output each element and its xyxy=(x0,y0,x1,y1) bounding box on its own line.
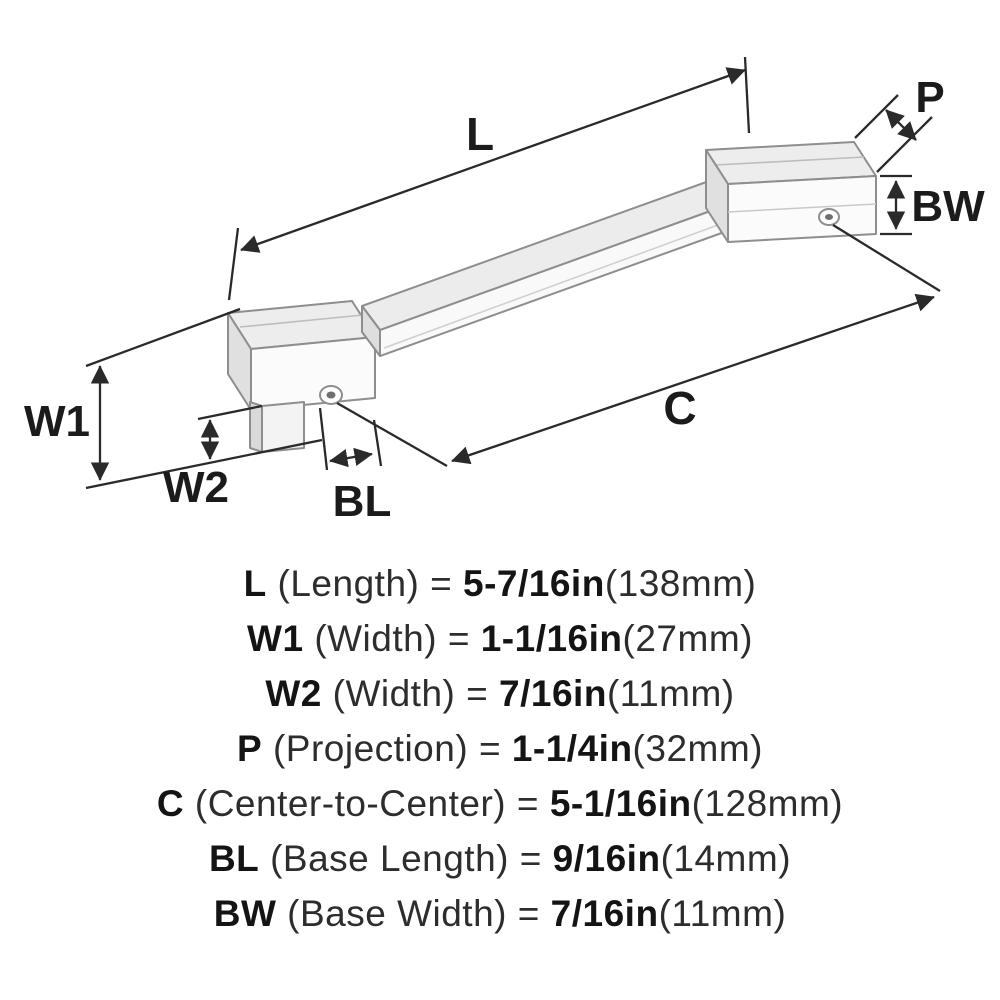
spec-equals: = xyxy=(516,783,540,824)
dim-BL-line xyxy=(329,447,373,468)
spec-row-base-width: BW (Base Width) = 7/16in(11mm) xyxy=(0,886,1000,941)
spec-key: L xyxy=(243,563,267,604)
left-foot-front-face xyxy=(261,401,305,453)
left-screw-hole-center xyxy=(326,391,336,399)
spec-equals: = xyxy=(466,673,489,714)
spec-value: 1-1/16in xyxy=(480,618,623,659)
spec-row-width1: W1 (Width) = 1-1/16in(27mm) xyxy=(0,611,1000,666)
dim-W2-label: W2 xyxy=(163,463,229,512)
dim-P-line xyxy=(885,109,917,141)
spec-value: 5-1/16in xyxy=(549,783,692,824)
bar-top-face xyxy=(361,179,731,331)
dim-C-ext-right xyxy=(832,224,941,292)
spec-desc: (Length) xyxy=(277,563,420,604)
dim-P-label: P xyxy=(915,73,944,122)
spec-row-width2: W2 (Width) = 7/16in(11mm) xyxy=(0,666,1000,721)
spec-metric: (128mm) xyxy=(691,783,844,824)
spec-metric: (27mm) xyxy=(622,618,753,659)
spec-row-length: L (Length) = 5-7/16in(138mm) xyxy=(0,556,1000,611)
spec-desc: (Width) xyxy=(314,618,438,659)
spec-row-projection: P (Projection) = 1-1/4in(32mm) xyxy=(0,721,1000,776)
spec-key: P xyxy=(237,728,263,769)
spec-equals: = xyxy=(430,563,453,604)
dim-L-ext-right xyxy=(743,56,751,134)
dim-L-line xyxy=(240,67,746,253)
dim-P-ext-front xyxy=(876,116,933,173)
spec-value: 9/16in xyxy=(552,838,661,879)
dim-BW-label: BW xyxy=(911,182,985,231)
spec-key: W2 xyxy=(265,673,322,714)
spec-value: 5-7/16in xyxy=(463,563,605,604)
right-screw-hole-center xyxy=(825,214,833,220)
dim-P-ext-back xyxy=(854,94,899,139)
spec-value: 7/16in xyxy=(499,673,607,714)
spec-key: BL xyxy=(208,838,260,879)
dim-W1-label: W1 xyxy=(24,397,90,446)
spec-desc: (Width) xyxy=(332,673,456,714)
dim-L-ext-left xyxy=(227,227,240,301)
dim-W2-ext-top xyxy=(197,404,263,421)
spec-equals: = xyxy=(447,618,470,659)
spec-desc: (Base Length) xyxy=(270,838,509,879)
spec-equals: = xyxy=(517,893,540,934)
handle-drawing xyxy=(227,141,877,453)
dim-BL-label: BL xyxy=(333,477,392,526)
spec-metric: (11mm) xyxy=(606,673,735,714)
spec-list: L (Length) = 5-7/16in(138mm) W1 (Width) … xyxy=(0,556,1000,941)
right-post-front-face xyxy=(727,175,877,243)
dim-W1-ext-bottom xyxy=(85,438,323,490)
dim-C-label: C xyxy=(663,382,696,434)
spec-metric: (138mm) xyxy=(604,563,757,604)
spec-desc: (Center-to-Center) xyxy=(194,783,507,824)
spec-value: 1-1/4in xyxy=(511,728,633,769)
dim-W1-ext-top xyxy=(85,307,241,368)
spec-row-center-to-center: C (Center-to-Center) = 5-1/16in(128mm) xyxy=(0,776,1000,831)
dimension-annotations xyxy=(85,56,941,490)
spec-metric: (11mm) xyxy=(658,893,787,934)
dim-BL-ext-left xyxy=(318,407,329,471)
left-post-front-face xyxy=(250,336,376,411)
spec-key: BW xyxy=(213,893,277,934)
spec-key: W1 xyxy=(247,618,304,659)
spec-equals: = xyxy=(519,838,542,879)
dimension-labels: L P BW W1 W2 BL C xyxy=(24,73,985,526)
left-foot-side-face xyxy=(249,401,263,453)
spec-equals: = xyxy=(478,728,502,769)
spec-metric: (14mm) xyxy=(660,838,792,879)
spec-value: 7/16in xyxy=(550,893,659,934)
spec-key: C xyxy=(156,783,185,824)
left-post-top-step-line xyxy=(239,314,364,328)
spec-desc: (Projection) xyxy=(272,728,469,769)
spec-metric: (32mm) xyxy=(632,728,763,769)
dim-BL-ext-right xyxy=(372,419,383,467)
dim-C-ext-left xyxy=(336,402,448,467)
spec-row-base-length: BL (Base Length) = 9/16in(14mm) xyxy=(0,831,1000,886)
spec-desc: (Base Width) xyxy=(287,893,507,934)
dim-C-line xyxy=(451,293,935,465)
right-post-front-step-line xyxy=(727,203,877,213)
handle-diagram-svg: L P BW W1 W2 BL C xyxy=(24,56,985,526)
dim-L-label: L xyxy=(466,108,494,160)
